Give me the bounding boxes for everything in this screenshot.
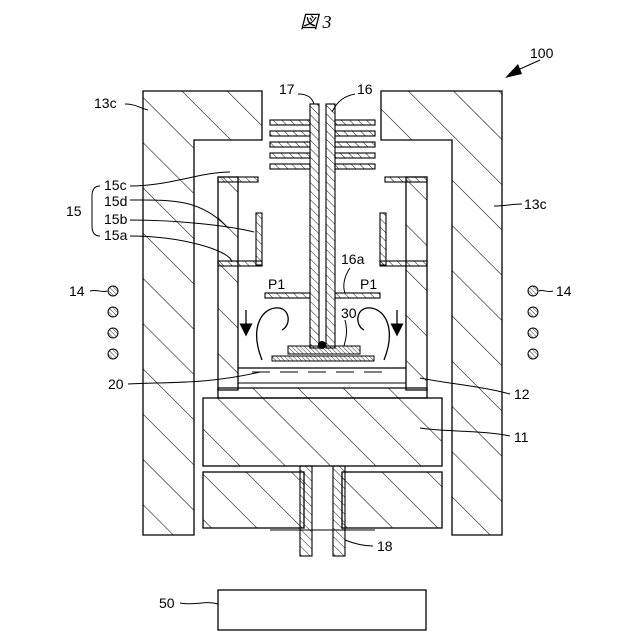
heater-coil-left: [108, 286, 118, 296]
guide-arm-left: [265, 293, 310, 298]
crucible-wall-right: [406, 177, 427, 390]
leader-16a: [344, 268, 350, 293]
figure-title: 図 3: [300, 12, 332, 32]
support-block: [203, 398, 442, 466]
heater-coil-right: [528, 328, 538, 338]
shield-plate-right: [335, 164, 375, 169]
heater-coil-left: [108, 307, 118, 317]
label-13c-left: 13c: [94, 95, 117, 111]
arrow-100: [505, 64, 522, 78]
label-15a: 15a: [104, 227, 128, 243]
label-12: 12: [514, 386, 530, 402]
label-15c: 15c: [104, 177, 127, 193]
leader-18: [345, 540, 373, 546]
furnace-wall-right: [381, 91, 502, 535]
seed-shaft-left: [310, 104, 319, 348]
controller-box: [218, 590, 426, 630]
shield-plate-left: [270, 164, 310, 169]
label-16a: 16a: [341, 251, 365, 267]
leader-30: [344, 320, 347, 346]
shield-plate-right: [335, 142, 375, 147]
label-11: 11: [514, 429, 529, 445]
member-15a-right: [380, 261, 427, 266]
label-100: 100: [530, 45, 554, 61]
member-15b-right: [380, 213, 386, 265]
shield-plate-right: [335, 131, 375, 136]
label-15b: 15b: [104, 211, 128, 227]
member-15c-right: [385, 177, 427, 182]
label-13c-right: 13c: [524, 196, 547, 212]
leader-14-right: [539, 290, 553, 291]
label-P1-left: P1: [268, 276, 285, 292]
heater-coil-left: [108, 328, 118, 338]
bracket-15: [92, 186, 100, 236]
lower-block-right: [342, 472, 442, 528]
heater-coil-right: [528, 307, 538, 317]
member-15c-left: [218, 177, 258, 182]
heater-coil-right: [528, 286, 538, 296]
flow-curve-left: [257, 308, 289, 360]
label-15d: 15d: [104, 193, 127, 209]
heater-coil-right: [528, 349, 538, 359]
leader-17: [298, 94, 314, 104]
crucible-wall-left: [218, 177, 238, 390]
shield-plate-left: [270, 142, 310, 147]
furnace-wall-left: [143, 91, 262, 535]
member-15b-left: [256, 213, 262, 265]
label-18: 18: [377, 538, 393, 554]
bottom-shaft-left: [300, 466, 312, 556]
label-30: 30: [341, 305, 357, 321]
seed-holder-point: [318, 341, 326, 349]
label-P1-right: P1: [360, 276, 377, 292]
lower-block-left: [203, 472, 304, 528]
shield-plate-left: [270, 120, 310, 125]
leader-14-left: [90, 290, 107, 291]
label-15: 15: [66, 203, 82, 219]
label-14-left: 14: [69, 283, 85, 299]
shield-plate-left: [270, 153, 310, 158]
shield-plate-right: [335, 153, 375, 158]
label-50: 50: [159, 595, 175, 611]
label-20: 20: [108, 376, 124, 392]
flow-curve-right: [358, 308, 390, 360]
label-14-right: 14: [556, 283, 572, 299]
member-15a-left: [218, 261, 262, 266]
seed-shaft-right: [326, 104, 335, 348]
label-17: 17: [279, 81, 295, 97]
label-16: 16: [357, 81, 373, 97]
bottom-shaft-right: [333, 466, 345, 556]
crucible-bottom: [218, 388, 427, 398]
heater-coil-left: [108, 349, 118, 359]
seed-crystal-base: [272, 356, 374, 361]
shield-plate-left: [270, 131, 310, 136]
shield-plate-right: [335, 120, 375, 125]
leader-50: [180, 603, 218, 604]
guide-arm-right: [335, 293, 380, 298]
